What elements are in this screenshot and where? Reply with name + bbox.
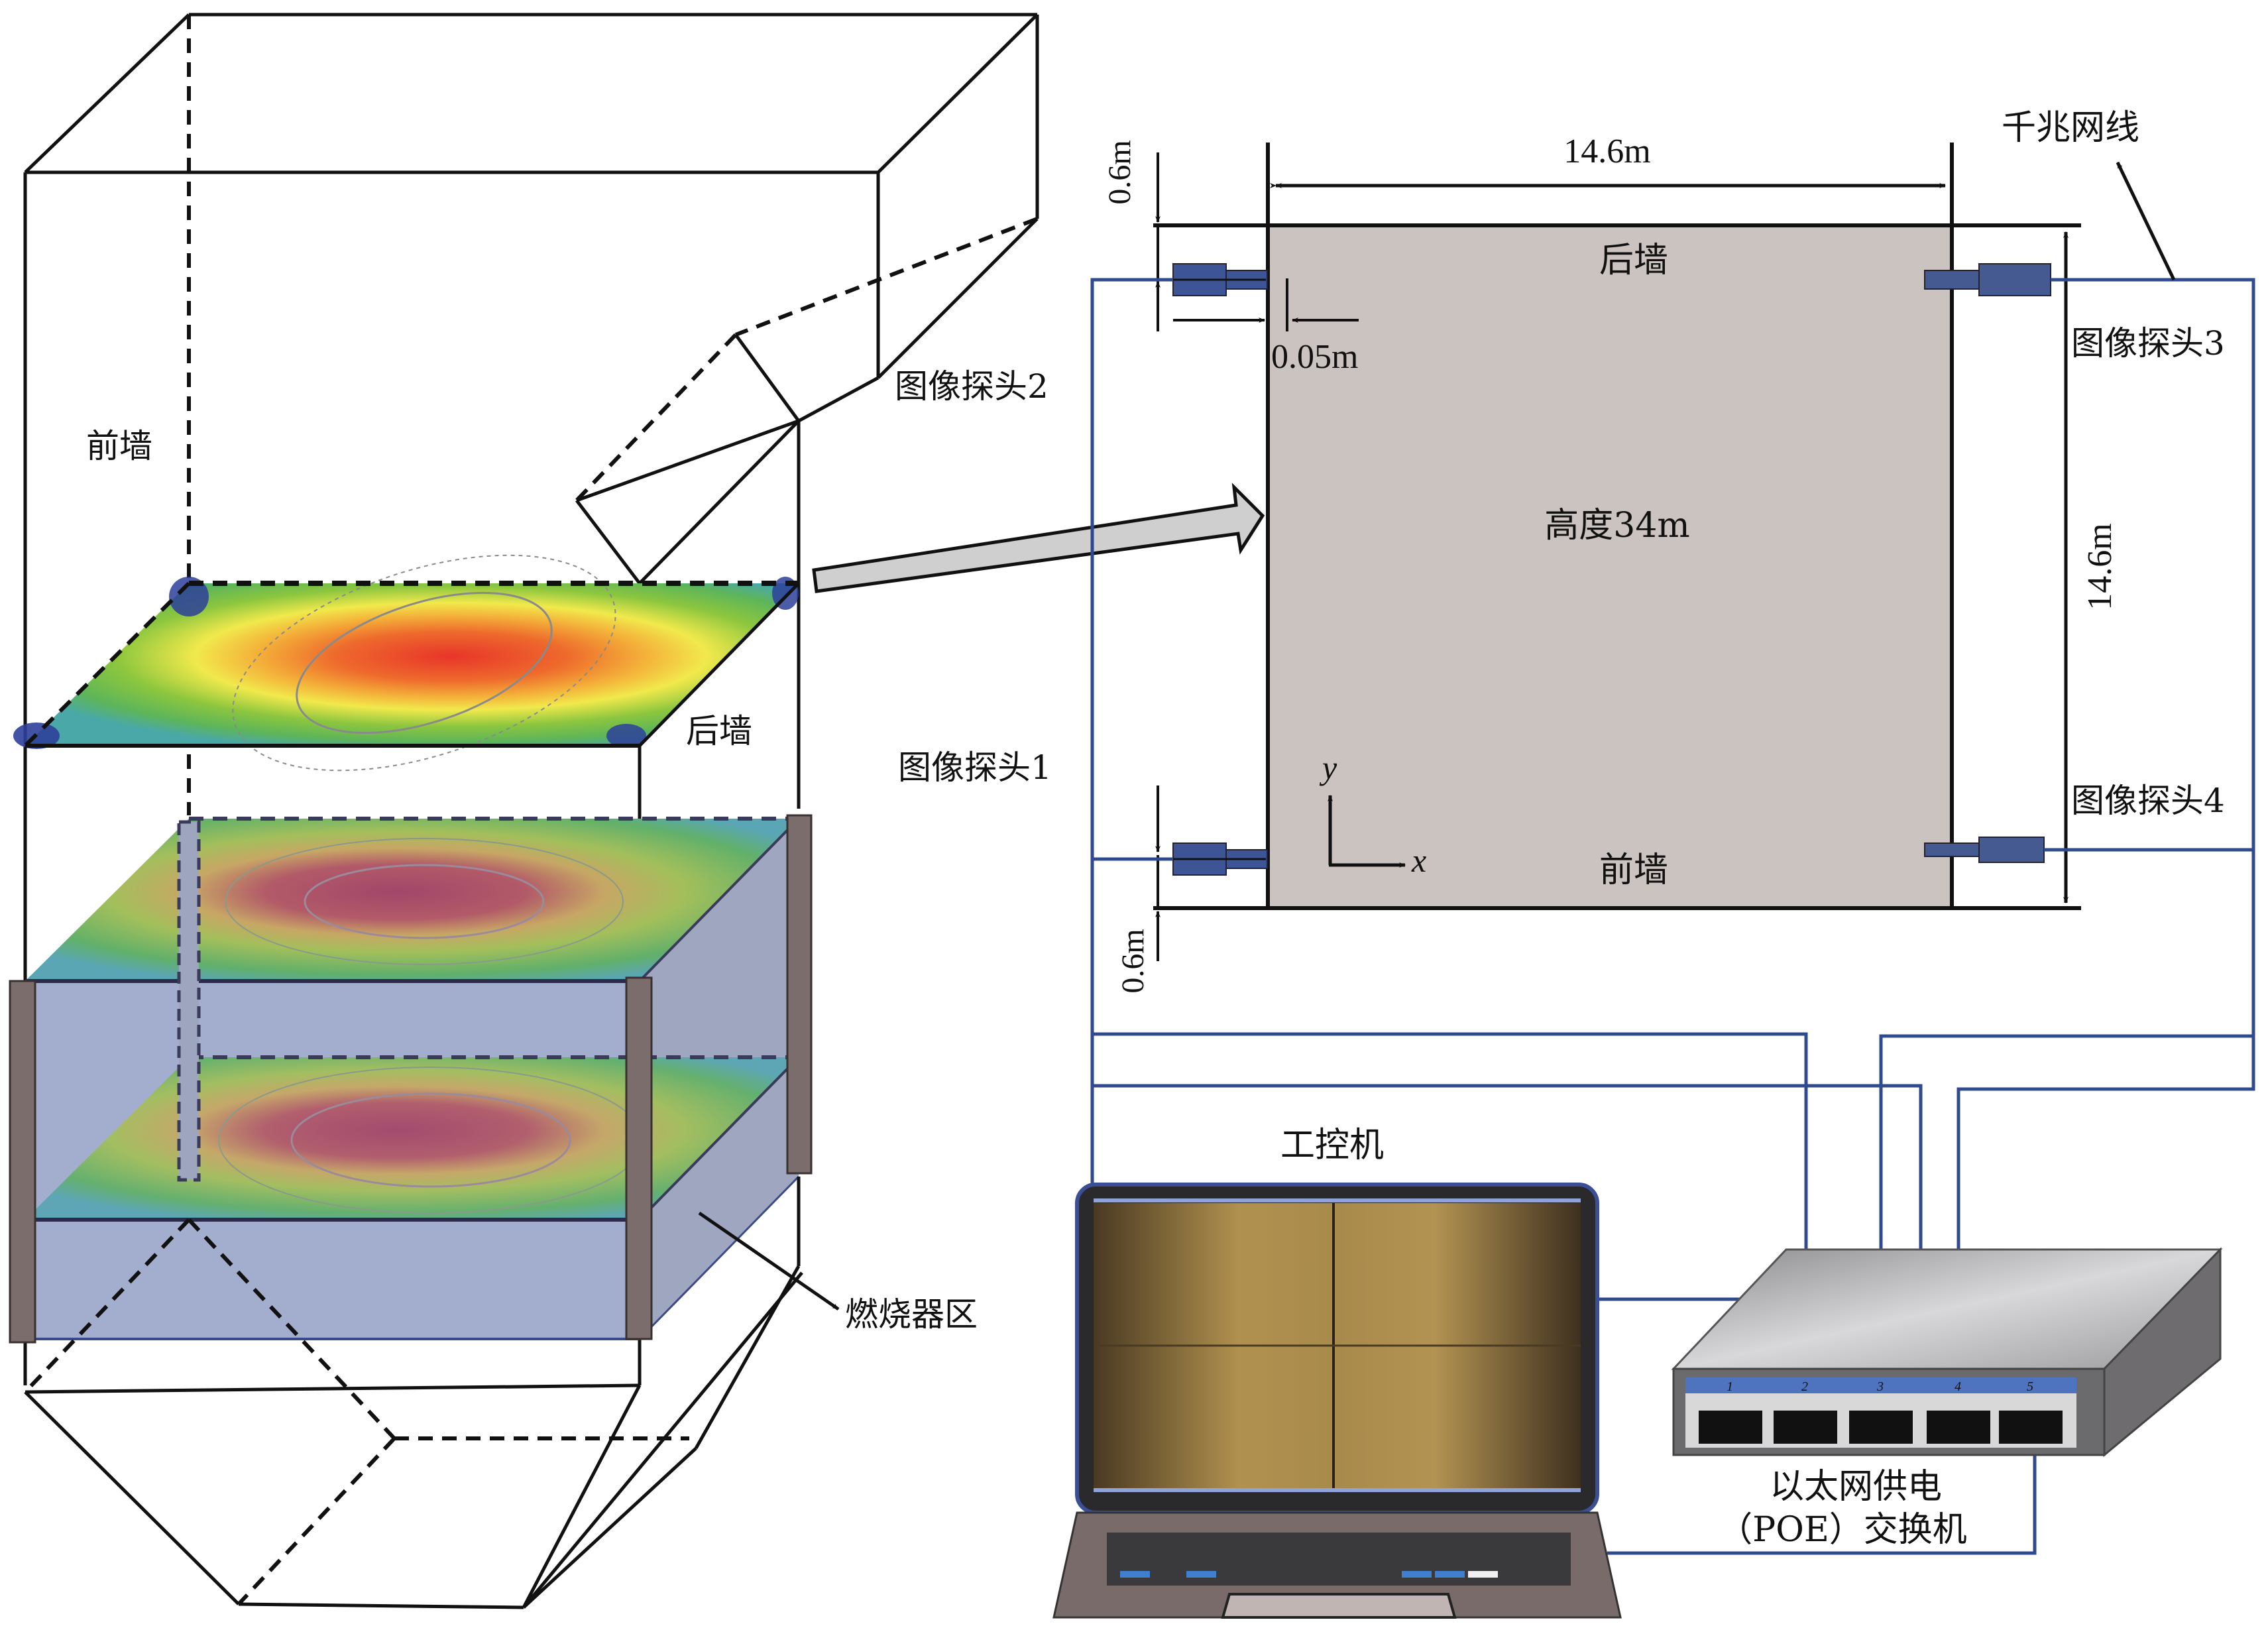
port-number: 3: [1876, 1379, 1884, 1394]
switch-port[interactable]: [1999, 1411, 2063, 1444]
probe-4-label: 图像探头4: [2071, 782, 2225, 820]
furnace-hidden-edges: [187, 15, 1039, 815]
furnace-cross-section: [1268, 225, 1952, 908]
port-number: 5: [2027, 1379, 2033, 1394]
front-wall-label-3d: 前墙: [86, 427, 152, 465]
depth-label: 14.6m: [2081, 523, 2119, 610]
furnace-hopper-hidden: [23, 1218, 689, 1606]
industrial-computer: 工控机: [1052, 1126, 1622, 1619]
probe-3: [1924, 263, 2051, 296]
computer-label: 工控机: [1280, 1126, 1384, 1165]
y-axis-label: y: [1319, 749, 1337, 786]
height-label: 高度34m: [1544, 506, 1689, 546]
keyboard[interactable]: [1107, 1533, 1571, 1586]
probe-1-label: 图像探头1: [898, 748, 1052, 787]
cable-computer: [1607, 1412, 2037, 1555]
port-number: 4: [1955, 1379, 1961, 1394]
cable-label: 千兆网线: [2002, 108, 2139, 148]
probe-2: [1172, 263, 1268, 296]
probe-1: [1172, 842, 1268, 876]
probe-4: [1924, 837, 2045, 863]
switch-port[interactable]: [1927, 1411, 1990, 1444]
rear-wall-label-3d: 后墙: [686, 712, 752, 750]
switch-port[interactable]: [1699, 1411, 1762, 1444]
switch-label-line1: 以太网供电: [1770, 1467, 1942, 1507]
switch-label-line2: （POE）交换机: [1718, 1510, 1967, 1550]
temperature-slice-upper: [13, 554, 800, 772]
furnace-3d: 前墙 后墙 图像探头2 燃烧器区: [9, 13, 1049, 1609]
top-offset-label: 0.6m: [1102, 140, 1137, 204]
poe-switch: 1 2 3 4 5 以太网供电 （POE）交换机: [1671, 1247, 2223, 1550]
switch-ports: [1699, 1411, 2063, 1444]
probes: 图像探头1 图像探头3 图像探头4: [898, 263, 2225, 876]
width-label: 14.6m: [1563, 133, 1650, 170]
coordinate-axes: y x: [1319, 749, 1426, 879]
plan-view: 14.6m 14.6m 0.6m 0.05m 0.6m 后墙 高度34m 前墙 …: [1102, 133, 2119, 994]
front-wall-label-plan: 前墙: [1599, 850, 1668, 890]
touchpad[interactable]: [1221, 1593, 1457, 1619]
burner-zone-pointer: [698, 1211, 840, 1311]
bottom-offset-label: 0.6m: [1115, 929, 1151, 993]
corner-post: [786, 814, 813, 1175]
corner-post: [9, 980, 36, 1344]
corner-post: [625, 976, 653, 1340]
cable-probe-4: [1956, 848, 2255, 1385]
rear-wall-label-plan: 后墙: [1599, 241, 1668, 280]
switch-port[interactable]: [1849, 1411, 1913, 1444]
port-number: 1: [1727, 1379, 1733, 1394]
probe-3-label: 图像探头3: [2071, 324, 2225, 363]
port-number: 2: [1801, 1379, 1808, 1394]
x-axis-label: x: [1411, 842, 1426, 879]
cable-label-pointer: [2116, 161, 2176, 281]
projection-arrow: [812, 483, 1265, 593]
switch-port[interactable]: [1774, 1411, 1837, 1444]
insertion-depth-label: 0.05m: [1271, 338, 1358, 376]
burner-zone-label: 燃烧器区: [845, 1295, 978, 1334]
probe-2-label: 图像探头2: [895, 367, 1049, 406]
burner-zone: [9, 814, 813, 1344]
